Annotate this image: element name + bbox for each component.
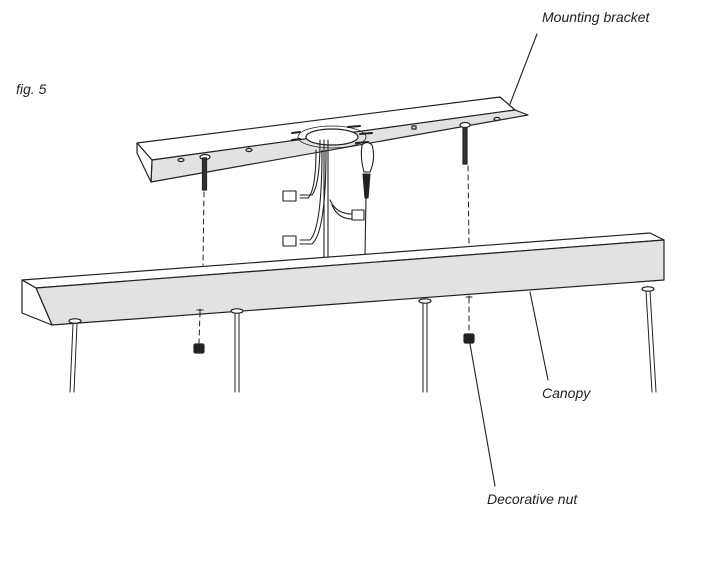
guide-lines <box>198 165 470 344</box>
leader-bracket <box>509 33 538 105</box>
wire-connector <box>282 190 297 202</box>
figure-label: fig. 5 <box>16 81 47 97</box>
mounting-screws <box>201 127 468 191</box>
callout-decorative-nut: Decorative nut <box>487 491 578 507</box>
decorative-nut-right <box>463 333 475 344</box>
wiring <box>282 139 375 259</box>
mounting-bracket <box>136 96 529 183</box>
leader-canopy <box>529 291 549 381</box>
screw-left <box>201 157 208 191</box>
callout-canopy: Canopy <box>542 385 591 401</box>
bracket-center-hole <box>305 128 359 146</box>
canopy-front-face <box>35 239 665 326</box>
leader-lines <box>469 33 549 487</box>
leader-nut <box>469 343 496 487</box>
screw-right <box>462 127 468 165</box>
hook-icon <box>360 141 375 173</box>
decorative-nuts <box>193 333 475 354</box>
canopy <box>21 232 665 326</box>
hanging-cords <box>69 290 657 393</box>
decorative-nut-left <box>193 343 205 354</box>
canopy-left-end <box>21 279 53 326</box>
bracket-left-end <box>136 142 153 183</box>
callout-mounting-bracket: Mounting bracket <box>542 9 650 25</box>
